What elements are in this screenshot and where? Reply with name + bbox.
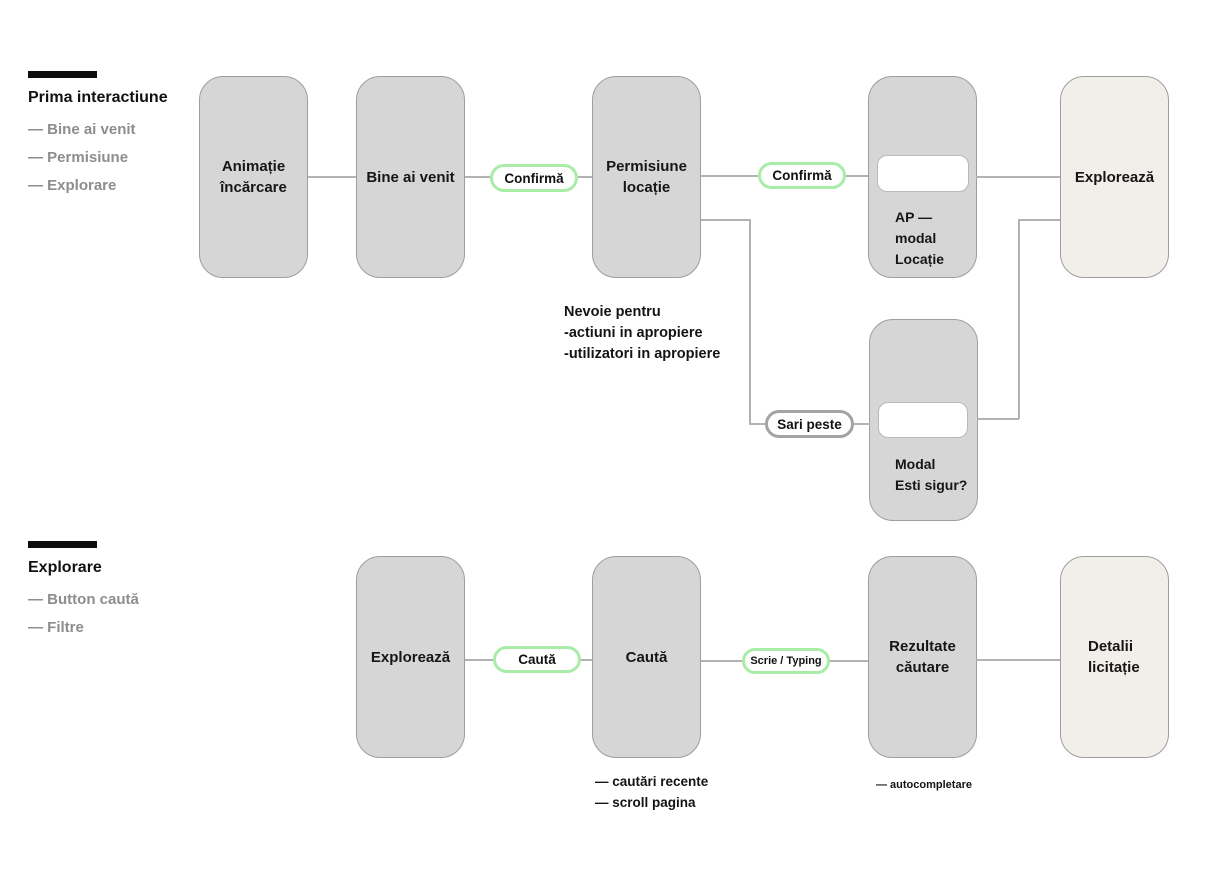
screen-node-auction-details[interactable]: Detalii licitație xyxy=(1060,556,1169,758)
connector-line xyxy=(976,176,1060,178)
connector-line xyxy=(846,175,868,177)
section-legend-explore: Explorare — Button caută — Filtre xyxy=(28,541,228,648)
screen-node-label: Explorează xyxy=(1074,168,1155,186)
transition-pill-confirm-2[interactable]: Confirmă xyxy=(758,162,846,189)
section-bullet-explore: — Explorare xyxy=(28,177,117,194)
connector-line-return xyxy=(1018,219,1060,221)
connector-line-skip-branch xyxy=(701,219,750,221)
screen-node-explore-2[interactable]: Explorează xyxy=(356,556,465,758)
connector-line-skip-branch xyxy=(854,423,870,425)
screen-node-ap-location-modal[interactable]: AP — modal Locație xyxy=(868,76,977,278)
screen-node-are-you-sure-modal[interactable]: Modal Esti sigur? xyxy=(869,319,978,521)
screen-node-explore[interactable]: Explorează xyxy=(1060,76,1169,278)
connector-line xyxy=(581,659,592,661)
screen-node-label: Rezultate căutare xyxy=(889,638,956,676)
screen-node-label: Detalii licitație xyxy=(1088,638,1140,676)
transition-pill-label: Caută xyxy=(518,652,556,667)
transition-pill-typing[interactable]: Scrie / Typing xyxy=(742,648,830,674)
screen-node-label: AP — modal Locație xyxy=(895,209,945,267)
connector-line xyxy=(830,660,868,662)
connector-line xyxy=(976,659,1060,661)
screen-node-search-results[interactable]: Rezultate căutare xyxy=(868,556,977,758)
connector-line xyxy=(578,176,592,178)
transition-pill-label: Scrie / Typing xyxy=(750,655,822,667)
screen-node-label: Explorează xyxy=(370,648,451,666)
modal-placeholder-rect xyxy=(878,402,968,438)
screen-node-welcome[interactable]: Bine ai venit xyxy=(356,76,465,278)
screen-node-search[interactable]: Caută xyxy=(592,556,701,758)
note-search-features: — cautări recente — scroll pagina xyxy=(595,774,709,810)
screen-node-label: Caută xyxy=(625,648,668,666)
transition-pill-label: Sari peste xyxy=(777,416,842,432)
connector-line xyxy=(308,176,356,178)
modal-placeholder-rect xyxy=(877,155,969,192)
screen-node-label: Animație încărcare xyxy=(220,158,287,196)
transition-pill-label: Confirmă xyxy=(772,168,832,183)
connector-line-return xyxy=(977,418,1019,420)
screen-node-location-permission[interactable]: Permisiune locație xyxy=(592,76,701,278)
connector-line xyxy=(465,659,493,661)
connector-line-skip-branch xyxy=(749,219,751,424)
screen-node-label: Modal Esti sigur? xyxy=(895,456,968,493)
transition-pill-confirm-1[interactable]: Confirmă xyxy=(490,164,578,192)
connector-line-return xyxy=(1018,219,1020,419)
transition-pill-skip[interactable]: Sari peste xyxy=(765,410,854,438)
screen-node-label: Bine ai venit xyxy=(366,168,455,186)
section-title: Explorare xyxy=(28,559,102,576)
section-marker-bar xyxy=(28,71,97,78)
screen-node-loading-animation[interactable]: Animație încărcare xyxy=(199,76,308,278)
section-bullet-search-button: — Button caută xyxy=(28,591,139,608)
section-bullet-permission: — Permisiune xyxy=(28,149,129,166)
connector-line xyxy=(701,660,742,662)
transition-pill-search[interactable]: Caută xyxy=(493,646,581,673)
section-bullet-welcome: — Bine ai venit xyxy=(28,121,136,138)
note-permission-reason: Nevoie pentru -actiuni in apropiere -uti… xyxy=(564,304,721,362)
section-legend-first: Prima interactiune — Bine ai venit — Per… xyxy=(28,71,228,206)
section-title: Prima interactiune xyxy=(28,89,168,106)
section-bullet-filters: — Filtre xyxy=(28,619,84,636)
transition-pill-label: Confirmă xyxy=(504,170,564,186)
section-marker-bar xyxy=(28,541,97,548)
connector-line xyxy=(465,176,490,178)
connector-line xyxy=(701,175,758,177)
screen-node-label: Permisiune locație xyxy=(606,158,687,196)
note-autocomplete: — autocompletare xyxy=(876,779,972,791)
connector-line-skip-branch xyxy=(749,423,765,425)
